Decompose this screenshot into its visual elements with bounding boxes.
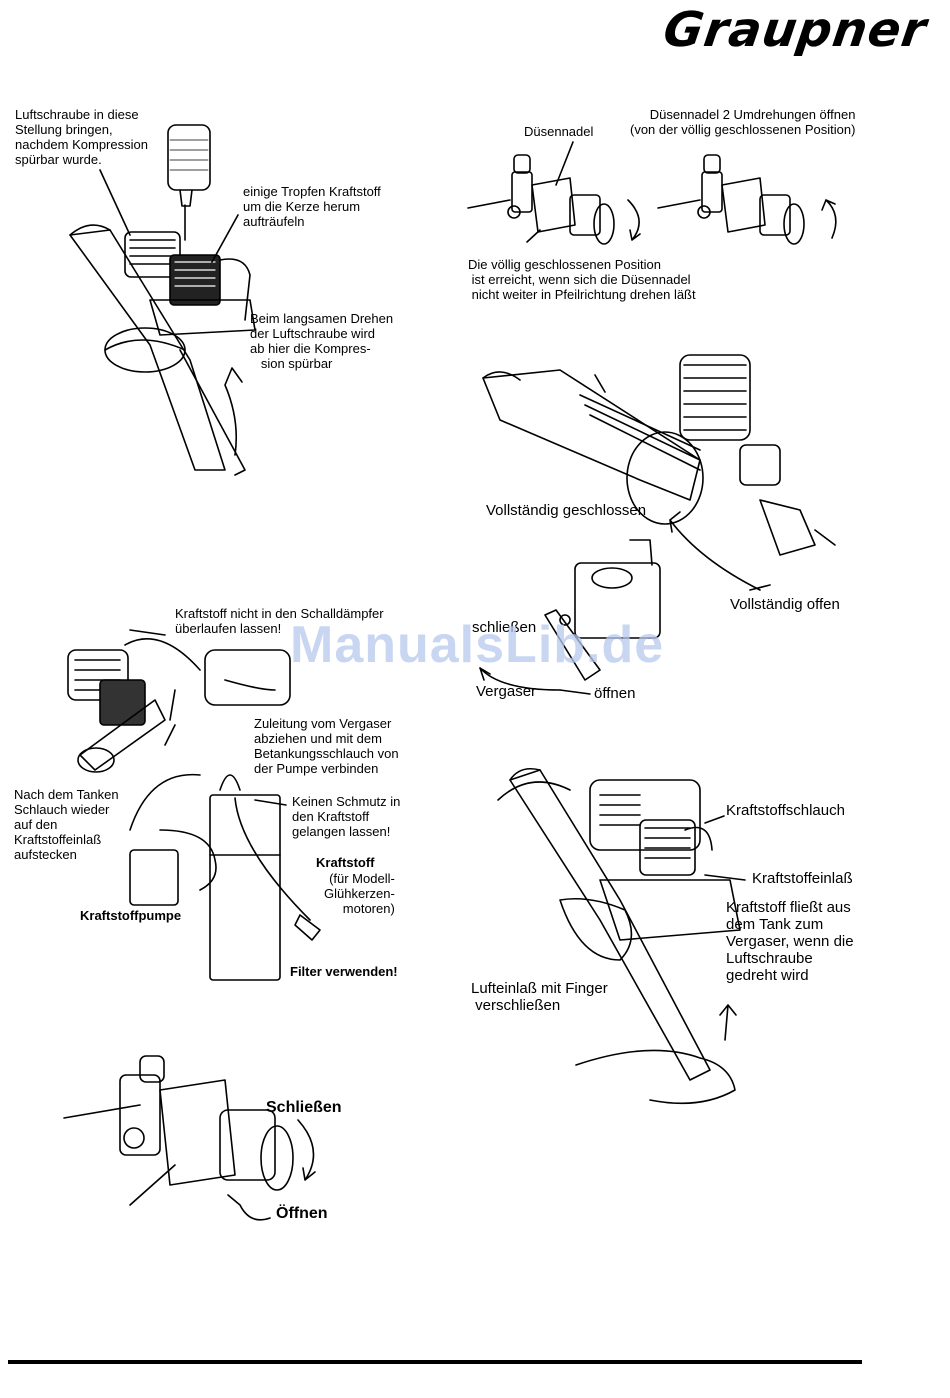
fig2-needle-label: Düsennadel [524,124,594,139]
fig2-open-note: Düsennadel 2 Umdrehungen öffnen (von der… [630,107,856,137]
fig5-finger-note: Lufteinlaß mit Finger verschließen [471,980,608,1014]
fig6-open-label: Öffnen [276,1205,328,1222]
fig4-fueling-setup [67,629,321,981]
fig3-fully-open: Vollständig offen [730,596,840,613]
fig5-priming [497,767,746,1105]
fig6-close-label: Schließen [266,1099,342,1116]
fig4-after-note: Nach dem Tanken Schlauch wieder auf den … [14,787,119,862]
fig4-fuel-sub: (für Modell- Glühkerzen- motoren) [324,871,395,916]
watermark: ManualsLib.de [290,616,665,674]
fig3-engine-carburetor [479,354,836,695]
bottom-rule [8,1360,862,1364]
fig1-drops-note: einige Tropfen Kraftstoff um die Kerze h… [243,184,381,229]
fig4-fuel-title: Kraftstoff [316,855,375,870]
fig4-muffler-note: Kraftstoff nicht in den Schalldämpfer üb… [175,606,384,636]
fig1-turn-note: Beim langsamen Drehen der Luftschraube w… [250,311,394,371]
fig4-dirt-note: Keinen Schmutz in den Kraftstoff gelange… [292,794,401,839]
fig3-fully-closed: Vollständig geschlossen [486,502,647,519]
fig4-pump-label: Kraftstoffpumpe [80,908,182,923]
fig2-closed-note: Die völlig geschlossenen Position ist er… [468,257,696,302]
fig6-needle-valve [63,1055,316,1221]
fig5-flow-note: Kraftstoff fließt aus dem Tank zum Verga… [726,899,854,984]
fig1-engine-drawing [69,124,256,476]
fig5-inlet-label: Kraftstoffeinlaß [752,870,853,887]
fig4-supply-note: Zuleitung vom Vergaser abziehen und mit … [254,716,399,776]
fig3-open: öffnen [594,685,636,702]
fig1-propeller-note: Luftschraube in diese Stellung bringen, … [15,107,148,167]
fig3-close: schließen [472,619,537,636]
fig5-hose-label: Kraftstoffschlauch [726,802,845,819]
fig2-needle-valves [467,141,837,245]
fig3-carburetor: Vergaser [476,683,537,700]
fig4-filter-label: Filter verwenden! [290,964,398,979]
